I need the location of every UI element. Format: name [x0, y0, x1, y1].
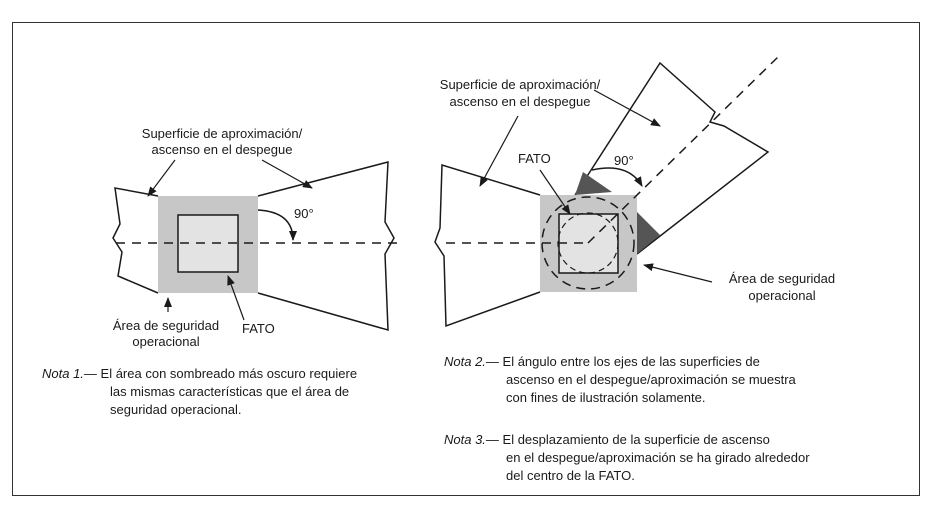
right-fato-arrow [539, 169, 571, 215]
left-figure: Superficie de aproximación/ ascenso en e… [112, 126, 398, 349]
note-2-key: Nota 2. [444, 354, 486, 369]
left-surface-label-2: ascenso en el despegue [152, 142, 293, 157]
left-surface-west [112, 187, 159, 294]
right-dark-shading-right [637, 212, 660, 254]
note-1-key: Nota 1. [42, 366, 84, 381]
note-1-line-3: seguridad operacional. [110, 402, 242, 417]
note-2: Nota 2.— El ángulo entre los ejes de las… [444, 353, 796, 407]
note-2-line-2: ascenso en el despegue/aproximación se m… [506, 372, 796, 387]
note-3-key: Nota 3. [444, 432, 486, 447]
left-fato-label: FATO [242, 321, 275, 336]
right-fato-label: FATO [518, 151, 551, 166]
right-surface-arrow-west [479, 115, 519, 187]
note-2-line-3: con fines de ilustración solamente. [506, 390, 706, 405]
left-surface-label-1: Superficie de aproximación/ [142, 126, 303, 141]
note-3: Nota 3.— El desplazamiento de la superfi… [444, 431, 810, 485]
left-surface-arrow-west [147, 159, 176, 197]
right-surface-rotated [574, 61, 770, 255]
left-surface-arrow-east [261, 159, 313, 189]
right-safety-label-1: Área de seguridad [729, 271, 835, 286]
note-1: Nota 1.— El área con sombreado más oscur… [42, 365, 357, 419]
right-centerline-rotated [587, 54, 781, 244]
right-surface-label-2: ascenso en el despegue [450, 94, 591, 109]
right-surface-label-1: Superficie de aproximación/ [440, 77, 601, 92]
note-1-line-2: las mismas características que el área d… [110, 384, 350, 399]
right-dark-shading-top [575, 172, 612, 195]
right-figure: Superficie de aproximación/ ascenso en e… [434, 54, 835, 328]
right-angle-label: 90° [614, 153, 634, 168]
note-1-line-1: — El área con sombreado más oscuro requi… [83, 366, 358, 381]
left-angle-label: 90° [294, 206, 314, 221]
right-surface-west [434, 163, 541, 328]
note-3-line-1: — El desplazamiento de la superficie de … [485, 432, 770, 447]
right-angle-arc [591, 167, 643, 187]
right-outer-circle [541, 196, 635, 290]
left-safety-label-2: operacional [132, 334, 199, 349]
right-surface-arrow-east [593, 89, 661, 127]
note-2-line-1: — El ángulo entre los ejes de las superf… [485, 354, 760, 369]
right-safety-arrow [643, 263, 713, 283]
figure-frame [12, 22, 920, 496]
left-fato-arrow [227, 275, 245, 321]
note-3-line-2: en el despegue/aproximación se ha girado… [506, 450, 810, 465]
note-3-line-3: del centro de la FATO. [506, 468, 635, 483]
left-safety-label-1: Área de seguridad [113, 318, 219, 333]
left-surface-east [257, 161, 395, 332]
right-safety-label-2: operacional [748, 288, 815, 303]
left-angle-arc [257, 209, 297, 241]
